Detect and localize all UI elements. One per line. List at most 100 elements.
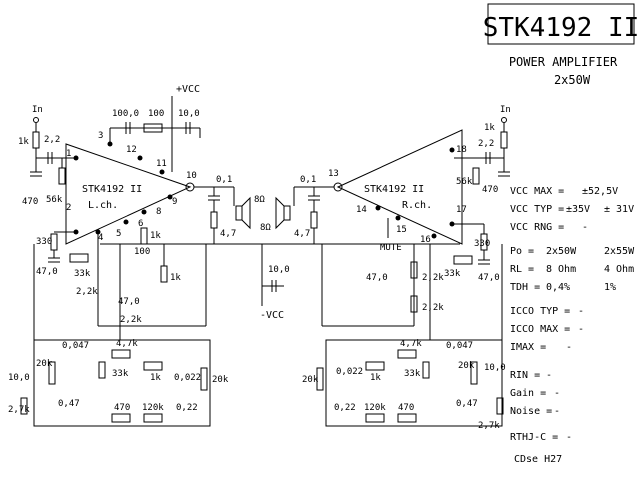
cap-10-0-vcc-label: 10,0 — [268, 265, 290, 275]
lt-470: 470 — [114, 403, 130, 413]
lt-1k: 1k — [150, 373, 161, 383]
spec-noise-label: Noise = — [510, 406, 552, 417]
left-speaker — [235, 205, 243, 221]
right-tone-network: 4,7k 0,047 20k 0,022 1k 33k 20k 10,0 0,2… — [302, 339, 506, 431]
lt-0-047: 0,047 — [62, 341, 89, 351]
rt-0-47: 0,47 — [456, 399, 478, 409]
right-fb-33k: 33k — [444, 269, 461, 279]
spec-gain-label: Gain = — [510, 388, 546, 399]
rt-33k: 33k — [404, 369, 421, 379]
left-fb-33k: 33k — [74, 269, 91, 279]
right-fb-2-2k-a: 2,2k — [422, 273, 444, 283]
spec-rthjc-label: RTHJ-C = — [510, 432, 558, 443]
spec-gain-value: - — [554, 388, 560, 399]
pin-2-label: 2 — [66, 203, 71, 213]
right-in-2-2: 2,2 — [478, 139, 494, 149]
lt-0-47: 0,47 — [58, 399, 80, 409]
spec-rl-label: RL = — [510, 264, 534, 275]
pin-17-label: 17 — [456, 205, 467, 215]
spec-vcc-typ-value2: ± 31V — [604, 204, 634, 215]
right-in-56k: 56k — [456, 177, 473, 187]
rt-120k: 120k — [364, 403, 386, 413]
left-ic: STK4192 II L.ch. 1 2 3 4 5 6 8 9 10 11 1… — [65, 131, 197, 245]
rt-10-0: 10,0 — [484, 363, 506, 373]
left-fb-47-b: 47,0 — [118, 297, 140, 307]
right-ic: STK4192 II R.ch. 13 14 15 16 17 18 — [328, 129, 467, 245]
right-in-1k: 1k — [484, 123, 495, 133]
left-fb-1k-a: 1k — [150, 231, 161, 241]
rt-4-7k: 4,7k — [400, 339, 422, 349]
spec-rthjc-value: - — [566, 432, 572, 443]
lt-10-0: 10,0 — [8, 373, 30, 383]
mute-label: MUTE — [380, 243, 402, 253]
pin-9-label: 9 — [172, 197, 177, 207]
left-fb-330: 330 — [36, 237, 52, 247]
right-in-470: 470 — [482, 185, 498, 195]
rt-470: 470 — [398, 403, 414, 413]
left-feedback-network: 330 47,0 33k 2,2k 100 1k 1k 47,0 2,2k — [36, 227, 207, 327]
spec-po-label: Po = — [510, 246, 534, 257]
cap-0-1-left-label: 0,1 — [216, 175, 232, 185]
left-fb-100: 100 — [134, 247, 150, 257]
rt-0-047: 0,047 — [446, 341, 473, 351]
cap-0-1-right-label: 0,1 — [300, 175, 316, 185]
cap-10-0-label: 10,0 — [178, 109, 200, 119]
res-4-7-right-label: 4,7 — [294, 229, 310, 239]
lt-20k-b: 20k — [212, 375, 229, 385]
right-fb-47: 47,0 — [478, 273, 500, 283]
pin-6-label: 6 — [138, 219, 143, 229]
power-rating: 2x50W — [554, 73, 591, 87]
vcc-pos-label: +VCC — [176, 84, 200, 95]
pin-5-label: 5 — [116, 229, 121, 239]
right-fb-47-b: 47,0 — [366, 273, 388, 283]
pin-13-label: 13 — [328, 169, 339, 179]
pin-4-label: 4 — [98, 233, 103, 243]
supply-wiring: +VCC 100,0 100 10,0 0,1 4,7 8Ω 0,1 4,7 — [100, 84, 460, 321]
rt-2-7k: 2,7k — [478, 421, 500, 431]
spec-rin-label: RIN = — [510, 370, 540, 381]
left-fb-1k-b: 1k — [170, 273, 181, 283]
pin-16-label: 16 — [420, 235, 431, 245]
right-amp-triangle — [336, 129, 463, 245]
spec-tdh-value: 0,4% — [546, 282, 570, 293]
right-input-network: In 1k 2,2 56k 470 — [454, 105, 511, 195]
lt-0-22: 0,22 — [176, 403, 198, 413]
resistor-100 — [143, 123, 163, 133]
left-in-56k: 56k — [46, 195, 63, 205]
spec-rl-value: 8 Ohm — [546, 264, 576, 275]
res-100-label: 100 — [148, 109, 164, 119]
lt-4-7k: 4,7k — [116, 339, 138, 349]
spec-icco-typ-label: ICCO TYP = — [510, 306, 570, 317]
spec-tdh-label: TDH = — [510, 282, 540, 293]
left-input-network: In 1k 2,2 470 56k — [18, 105, 74, 207]
specs-table: VCC MAX = ±52,5V VCC TYP = ±35V ± 31V VC… — [510, 186, 635, 465]
spec-imax-value: - — [566, 342, 572, 353]
spec-rin-value: - — [546, 370, 552, 381]
rt-20k-a: 20k — [302, 375, 319, 385]
spec-tdh-value2: 1% — [604, 282, 616, 293]
footer-code: CDse H27 — [514, 454, 562, 465]
spec-icco-max-label: ICCO MAX = — [510, 324, 570, 335]
lt-120k: 120k — [142, 403, 164, 413]
spec-vcc-rng-value: - — [582, 222, 588, 233]
spec-icco-max-value: - — [578, 324, 584, 335]
spec-vcc-max-value: ±52,5V — [582, 186, 618, 197]
spec-vcc-typ-label: VCC TYP = — [510, 204, 564, 215]
left-channel-label: L.ch. — [88, 200, 118, 211]
spec-noise-value: - — [554, 406, 560, 417]
left-in-470: 470 — [22, 197, 38, 207]
spec-vcc-rng-label: VCC RNG = — [510, 222, 564, 233]
right-feedback-network: 330 47,0 33k 47,0 2,2k 2,2k — [321, 223, 500, 327]
spec-vcc-typ-value: ±35V — [566, 204, 590, 215]
pin-12-label: 12 — [126, 145, 137, 155]
lt-33k: 33k — [112, 369, 129, 379]
right-speaker-imp: 8Ω — [260, 223, 271, 233]
right-fb-330: 330 — [474, 239, 490, 249]
pin-8-label: 8 — [156, 207, 161, 217]
left-speaker-imp: 8Ω — [254, 195, 265, 205]
lt-0-022: 0,022 — [174, 373, 201, 383]
title-box — [487, 3, 635, 45]
res-4-7-left-label: 4,7 — [220, 229, 236, 239]
